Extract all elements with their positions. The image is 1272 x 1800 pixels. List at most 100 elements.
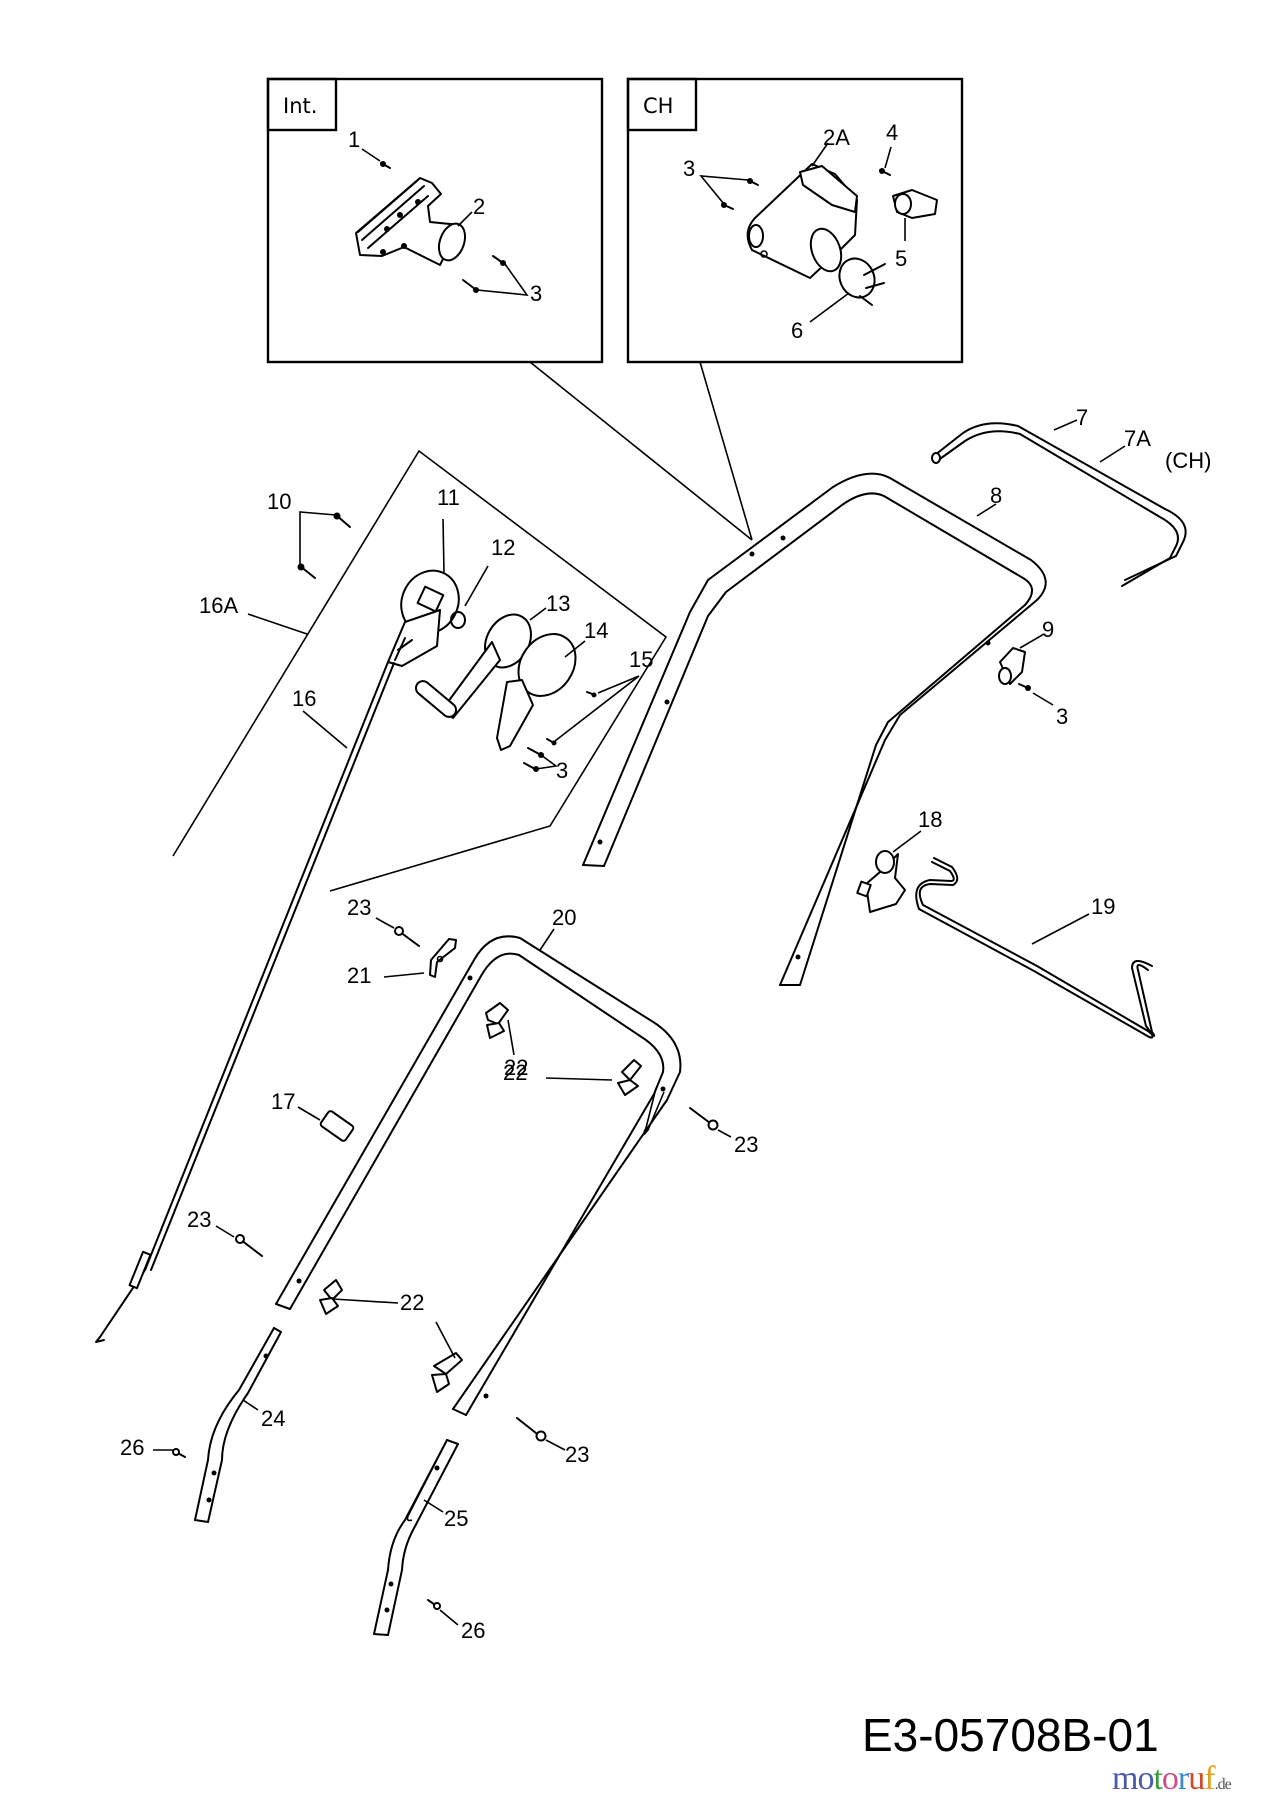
callout-22a: 22 [504, 1055, 528, 1080]
leader-6 [809, 292, 850, 323]
part-14-cover [496, 633, 577, 751]
part-2-switch-box [355, 177, 467, 266]
callout-26b: 26 [461, 1618, 485, 1643]
leader-25 [423, 1499, 444, 1513]
part-19-hanger-rod [915, 857, 1156, 1039]
assembly-16A-outline [172, 449, 668, 892]
inset-pointer-ch [699, 361, 753, 541]
part-8-upper-handle [582, 472, 1047, 986]
leader-3b [699, 175, 749, 205]
part-3-screws [462, 255, 506, 293]
part-17-cable-clip [319, 1110, 355, 1142]
leader-7A [1099, 445, 1126, 463]
inset-frame [266, 77, 604, 364]
part-20-middle-handle [275, 935, 682, 1416]
callout-13: 13 [546, 591, 570, 616]
inset-label-int: Int. [283, 94, 317, 118]
leader-8 [976, 503, 997, 517]
callout-3c: 3 [1056, 704, 1068, 729]
part-11-lever-housing [387, 569, 460, 667]
leader-12 [464, 565, 489, 607]
part-3-screws [721, 178, 759, 210]
callout-10: 10 [267, 489, 291, 514]
leader-3d [535, 754, 559, 770]
callout-22c: 22 [400, 1290, 424, 1315]
leader-19 [1031, 913, 1090, 945]
callout-25: 25 [444, 1506, 468, 1531]
part-22-wing-nut [431, 1352, 463, 1393]
leader-2 [457, 211, 473, 227]
leader-24 [242, 1399, 259, 1411]
part-25-lower-handle-right [373, 1439, 459, 1636]
callout-3b: 3 [683, 156, 695, 181]
leader-7 [1053, 419, 1078, 431]
callout-16A: 16A [199, 593, 238, 618]
part-3-screw [1018, 683, 1031, 691]
leader-22b [545, 1077, 613, 1081]
watermark-letter: m [1112, 1760, 1138, 1797]
leader-10 [299, 511, 337, 567]
callout-7A-note: (CH) [1165, 448, 1211, 473]
leader-23d [545, 1439, 566, 1451]
part-9-cable-clip [998, 647, 1026, 685]
part-23-bolt [516, 1417, 547, 1442]
watermark-tld: .de [1214, 1776, 1232, 1793]
leader-9 [1019, 633, 1045, 649]
inset-label-frame [266, 77, 338, 132]
part-5-cable-clamp [892, 189, 938, 219]
callout-12: 12 [491, 535, 515, 560]
callout-23c: 23 [187, 1207, 211, 1232]
leader-21 [383, 972, 425, 978]
callout-14: 14 [584, 618, 608, 643]
leader-11 [442, 518, 445, 574]
callout-9: 9 [1042, 617, 1054, 642]
leader-13 [529, 607, 547, 621]
leader-3a [476, 263, 529, 296]
leader-2A [811, 142, 829, 167]
callout-1: 1 [348, 127, 360, 152]
leader-16 [302, 710, 348, 749]
leader-22c [332, 1298, 399, 1304]
leader-16A [247, 613, 308, 635]
callout-18: 18 [918, 807, 942, 832]
callout-7: 7 [1076, 405, 1088, 430]
callout-3a: 3 [530, 281, 542, 306]
part-1-screw [380, 161, 391, 169]
part-26-screw [172, 1448, 186, 1458]
part-7-safety-bail [931, 422, 1187, 587]
callout-21: 21 [347, 963, 371, 988]
watermark-letter: f [1204, 1760, 1215, 1797]
callout-20: 20 [552, 905, 576, 930]
part-22-wing-nut [485, 1002, 509, 1039]
callout-15: 15 [629, 647, 653, 672]
callout-19: 19 [1091, 894, 1115, 919]
watermark-letter: u [1188, 1760, 1205, 1797]
part-23-bolt [235, 1234, 263, 1257]
part-21-bracket [429, 938, 457, 978]
watermark-letter: o [1161, 1760, 1179, 1797]
leader-18 [892, 830, 922, 853]
leader-15a [597, 675, 640, 694]
part-13-switch-lever [414, 613, 532, 719]
watermark-letter: t [1153, 1760, 1163, 1797]
part-18-rope-guide [856, 850, 906, 913]
callout-7A: 7A [1124, 426, 1151, 451]
callout-23b: 23 [734, 1132, 758, 1157]
leader-14 [564, 640, 586, 658]
part-26-screw [427, 1599, 441, 1610]
leader-23b [717, 1129, 732, 1138]
callout-17: 17 [271, 1089, 295, 1114]
part-10-screws [297, 512, 351, 579]
part-24-lower-handle-left [194, 1327, 282, 1523]
inset-frame [626, 77, 964, 364]
callout-11: 11 [437, 485, 460, 510]
callout-6: 6 [791, 318, 803, 343]
callout-5: 5 [895, 246, 907, 271]
callout-26a: 26 [120, 1435, 144, 1460]
part-2A-switch-box [746, 163, 858, 279]
leader-3c [1032, 692, 1054, 706]
callout-4: 4 [886, 120, 898, 145]
callout-2A: 2A [823, 125, 850, 150]
callout-16: 16 [292, 686, 316, 711]
